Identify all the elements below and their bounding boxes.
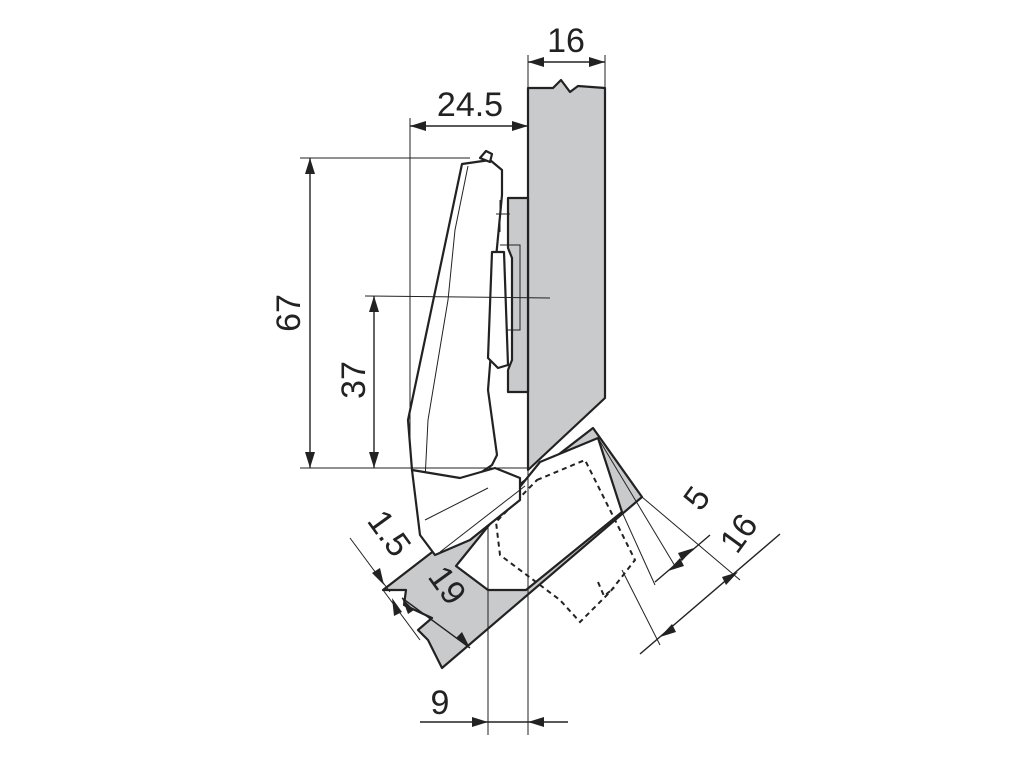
mounting-plate [506,196,530,394]
dim-label-1-5: 1.5 [360,503,419,564]
dim-offset: 9 [420,470,568,735]
mounting-plate-detail [496,200,521,331]
hinge-clip [486,250,510,370]
dim-label-67: 67 [270,294,308,332]
dim-label-24-5: 24.5 [437,86,503,124]
dim-hinge-depth: 24.5 [409,86,528,450]
dim-cup-height: 67 [270,157,528,469]
dim-label-9: 9 [431,684,450,722]
cup-dashed-outline [494,458,637,624]
dim-panel-thickness: 16 [527,22,606,88]
hinge-lever-detail [424,485,526,553]
dim-label-16-door: 16 [713,507,766,560]
hinge-arm-inner-edge [424,165,469,481]
dim-label-5: 5 [676,480,718,518]
dim-label-16-top: 16 [547,22,585,60]
side-panel [526,78,607,472]
dim-label-37: 37 [335,361,373,399]
dim-door-thickness: 16 [621,496,781,655]
hinge-lever [410,466,522,557]
dim-cup-center: 37 [335,295,551,468]
hinge-arm-tab [478,149,494,164]
